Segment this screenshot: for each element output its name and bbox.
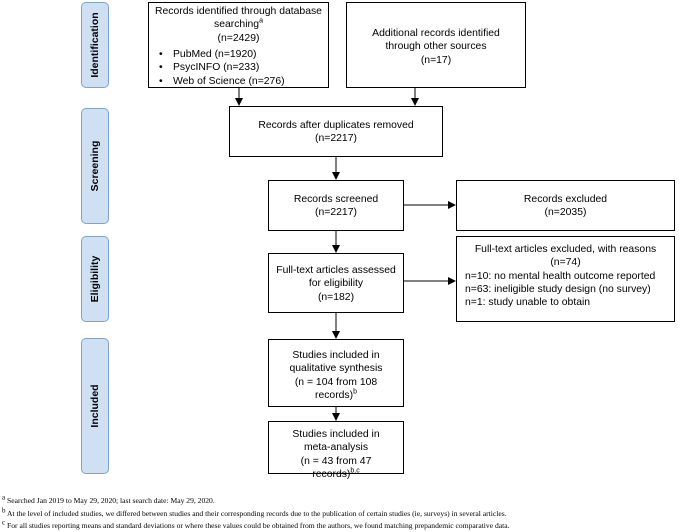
fulltext-assessed-count: (n=182) [317, 291, 355, 303]
fulltext-assessed-box: Full-text articles assessed for eligibil… [268, 253, 404, 313]
stage-identification-label: Identification [89, 12, 101, 78]
footnote-a: a Searched Jan 2019 to May 29, 2020; las… [2, 493, 215, 505]
records-excluded-count: (n=2035) [544, 207, 587, 219]
qualitative-synthesis-count: (n = 104 from 108 records)b [294, 376, 378, 401]
stage-screening-label: Screening [89, 140, 101, 192]
records-excluded-text: Records excluded [523, 194, 608, 205]
database-search-box: Records identified through database sear… [148, 2, 329, 88]
meta-analysis-text: Studies included in meta-analysis [292, 429, 380, 454]
reason-unable-to-obtain: n=1: study unable to obtain [465, 297, 591, 309]
footnote-b: b At the level of included studies, we d… [2, 506, 507, 518]
database-source-list: PubMed (n=1920) PsycINFO (n=233) Web of … [153, 48, 324, 88]
records-excluded-box: Records excluded (n=2035) [456, 180, 675, 231]
fulltext-excluded-count: (n=74) [550, 257, 581, 269]
fulltext-assessed-text: Full-text articles assessed for eligibil… [276, 265, 396, 290]
footnote-c: c For all studies reporting means and st… [2, 518, 510, 530]
other-sources-box: Additional records identified through ot… [346, 2, 526, 88]
source-web-of-science: Web of Science (n=276) [159, 75, 324, 89]
reason-ineligible-design: n=63: ineligible study design (no survey… [465, 283, 651, 295]
after-duplicates-box: Records after duplicates removed (n=2217… [229, 106, 443, 157]
database-search-count: (n=2429) [217, 32, 260, 44]
stage-eligibility-label: Eligibility [89, 255, 101, 303]
stage-screening: Screening [81, 108, 109, 224]
fulltext-excluded-title: Full-text articles excluded, with reason… [474, 244, 657, 255]
after-duplicates-text: Records after duplicates removed [258, 120, 414, 131]
footnote-mark-b: b [353, 388, 357, 396]
meta-analysis-count: (n = 43 from 47 records)b,c [300, 455, 372, 480]
stage-included: Included [81, 338, 109, 474]
records-screened-text: Records screened [293, 194, 379, 205]
stage-identification: Identification [81, 2, 109, 88]
meta-analysis-box: Studies included in meta-analysis (n = 4… [268, 421, 404, 480]
stage-eligibility: Eligibility [81, 236, 109, 322]
records-screened-box: Records screened (n=2217) [268, 180, 404, 231]
records-screened-count: (n=2217) [315, 207, 357, 219]
footnote-mark-a: a [259, 17, 263, 25]
qualitative-synthesis-text: Studies included in qualitative synthesi… [289, 350, 383, 375]
footnote-mark-bc: b,c [350, 467, 360, 475]
source-psycinfo: PsycINFO (n=233) [159, 61, 324, 75]
other-sources-count: (n=17) [420, 54, 452, 66]
after-duplicates-count: (n=2217) [315, 133, 357, 145]
database-search-title: Records identified through database sear… [155, 6, 322, 31]
other-sources-text: Additional records identified through ot… [372, 28, 500, 53]
reason-no-outcome: n=10: no mental health outcome reported [465, 270, 656, 282]
source-pubmed: PubMed (n=1920) [159, 48, 324, 62]
fulltext-excluded-box: Full-text articles excluded, with reason… [456, 236, 675, 322]
qualitative-synthesis-box: Studies included in qualitative synthesi… [268, 339, 404, 407]
stage-included-label: Included [89, 384, 101, 428]
